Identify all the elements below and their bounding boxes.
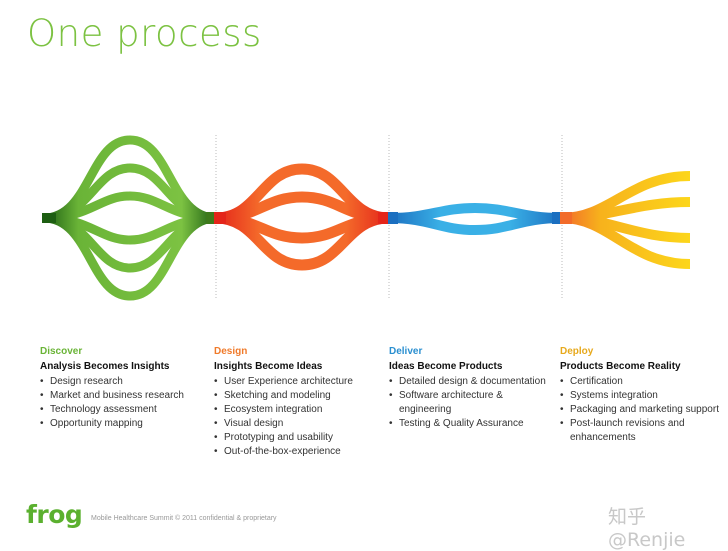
list-item: Opportunity mapping [40, 417, 205, 431]
phase-column-discover: Discover Analysis Becomes Insights Desig… [40, 345, 205, 431]
list-item: Prototyping and usability [214, 431, 374, 445]
phase-heading: Analysis Becomes Insights [40, 361, 170, 372]
list-item: Packaging and marketing support [560, 403, 720, 417]
phase-items: Detailed design & documentation Software… [389, 375, 549, 431]
phase-label: Design [214, 346, 248, 357]
convergence-points [42, 212, 572, 224]
phase-column-deploy: Deploy Products Become Reality Certifica… [560, 345, 720, 445]
frog-logo: frog [26, 500, 83, 529]
deliver-strands [388, 202, 563, 236]
phase-items: User Experience architecture Sketching a… [214, 375, 374, 459]
green-strand-4 [43, 213, 217, 245]
green-strand-2 [43, 163, 217, 223]
orange-strand-4 [215, 212, 390, 271]
orange-strand-2 [215, 191, 390, 224]
discover-strands [43, 135, 217, 301]
list-item: Visual design [214, 417, 374, 431]
watermark: 知乎 @Renjie [608, 506, 686, 551]
phase-heading: Insights Become Ideas [214, 361, 323, 372]
knot-2 [378, 212, 390, 224]
list-item: Post-launch revisions and enhancements [560, 417, 720, 445]
green-strand-3 [43, 191, 217, 223]
list-item: Sketching and modeling [214, 389, 374, 403]
list-item: Design research [40, 375, 205, 389]
list-item: Technology assessment [40, 403, 205, 417]
list-item: Software architecture & engineering [389, 389, 549, 417]
phase-items: Certification Systems integration Packag… [560, 375, 720, 445]
list-item: Detailed design & documentation [389, 375, 549, 389]
knot-1b [214, 212, 226, 224]
list-item: User Experience architecture [214, 375, 374, 389]
green-strand-6 [43, 213, 217, 301]
phase-label: Discover [40, 346, 83, 357]
list-item: Systems integration [560, 389, 720, 403]
phase-heading: Products Become Reality [560, 361, 681, 372]
phase-column-deliver: Deliver Ideas Become Products Detailed d… [389, 345, 549, 431]
phase-dividers [215, 135, 563, 300]
footer-text: Mobile Healthcare Summit © 2011 confiden… [91, 515, 277, 522]
yellow-strand-4 [561, 213, 691, 269]
list-item: Ecosystem integration [214, 403, 374, 417]
design-strands [215, 163, 390, 271]
blue-strand-2 [388, 213, 563, 236]
list-item: Certification [560, 375, 720, 389]
start-knot [42, 213, 56, 223]
phase-items: Design research Market and business rese… [40, 375, 205, 431]
green-strand-5 [43, 213, 217, 273]
phase-heading: Ideas Become Products [389, 361, 503, 372]
deploy-strands [561, 171, 691, 269]
page-title: One process [27, 12, 262, 55]
list-item: Market and business research [40, 389, 205, 403]
list-item: Testing & Quality Assurance [389, 417, 549, 431]
orange-strand-1 [215, 163, 390, 224]
list-item: Out-of-the-box-experience [214, 445, 374, 459]
green-strand-1 [43, 135, 217, 223]
phase-label: Deploy [560, 346, 594, 357]
phase-label: Deliver [389, 346, 423, 357]
knot-2b [388, 212, 398, 224]
knot-3 [552, 212, 562, 224]
knot-3b [560, 212, 572, 224]
phase-column-design: Design Insights Become Ideas User Experi… [214, 345, 374, 459]
